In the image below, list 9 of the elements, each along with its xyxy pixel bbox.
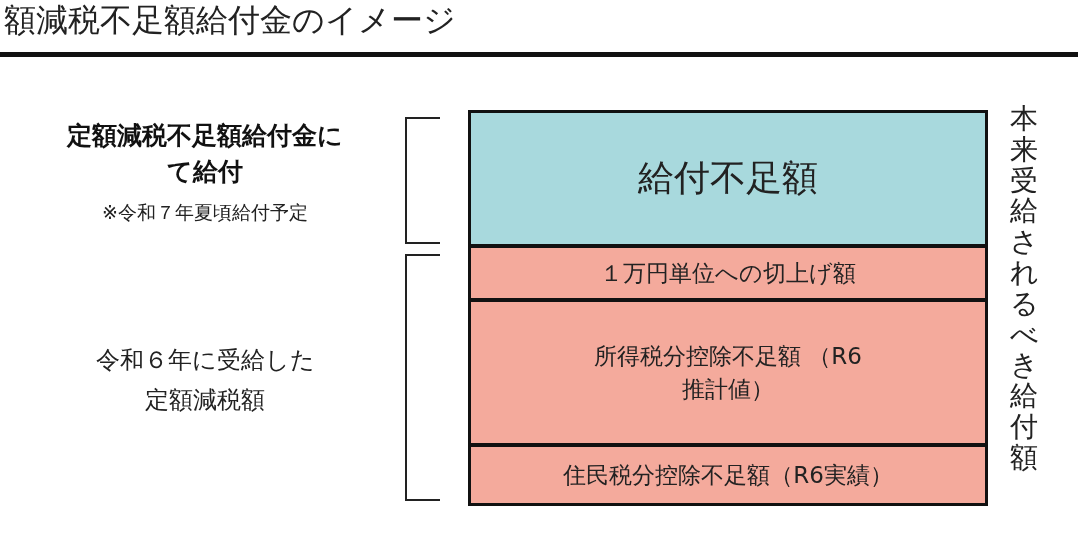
note: ※令和７年夏頃給付予定 [101, 200, 309, 225]
vertical-label: 本来受給されるべき給付額 [1010, 104, 1038, 474]
page-title: 額減税不足額給付金のイメージ [4, 0, 456, 40]
bold-label: 定額減税不足額給付金にて給付 [65, 120, 344, 188]
stacked-row: 住民税分控除不足額（R6実績） [468, 444, 988, 506]
side-label: 令和６年に受給した定額減税額 [94, 345, 316, 416]
shortfall-box: 給付不足額 [468, 110, 988, 247]
stacked-row: １万円単位への切上げ額 [468, 245, 988, 301]
stacked-row: 所得税分控除不足額 （R6推計値） [468, 299, 988, 446]
